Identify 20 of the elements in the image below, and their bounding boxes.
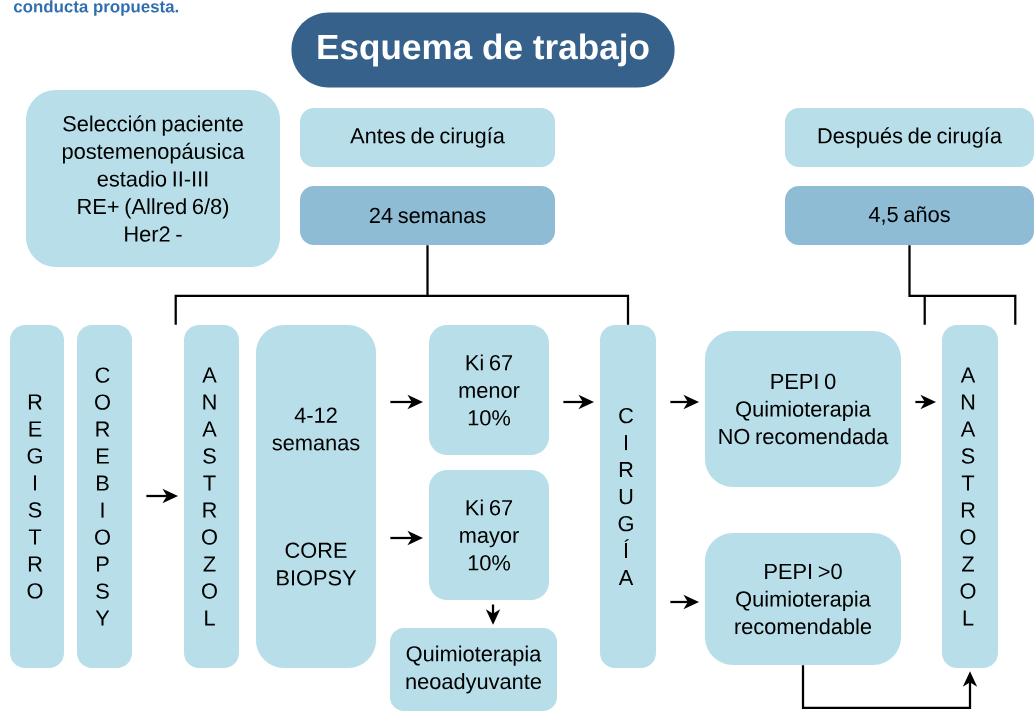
vertical-box: ANASTROZOL <box>942 324 998 669</box>
vertical-box: ANASTROZOL <box>184 324 239 669</box>
caption-text: conducta propuesta. <box>13 0 179 16</box>
vertical-box: REGISTRO <box>10 324 64 669</box>
header-box: 24 semanas <box>299 186 556 245</box>
header-box: 4,5 años <box>784 186 1034 245</box>
process-box: Ki 67 mayor 10% <box>429 470 549 600</box>
vertical-box: CIRUGÍA <box>600 324 656 669</box>
vertical-box: CORE BIOPSY <box>77 324 132 669</box>
bracket-line <box>174 244 630 326</box>
process-box: PEPI 0 Quimioterapia NO recomendada <box>705 331 902 487</box>
process-box: 4-12 semanas CORE BIOPSY <box>256 324 376 669</box>
title-banner: Esquema de trabajo <box>291 12 675 88</box>
process-box: PEPI >0 Quimioterapia recomendable <box>705 533 902 665</box>
process-box: Quimioterapia neoadyuvante <box>390 628 558 711</box>
process-box: Ki 67 menor 10% <box>429 325 549 455</box>
bracket-line <box>908 244 1017 326</box>
header-box: Después de cirugía <box>784 108 1034 167</box>
process-box: Selección paciente postemenopáusica estadio II-III RE+ (Allred 6/8) Her2 - <box>26 90 281 267</box>
header-box: Antes de cirugía <box>299 108 556 167</box>
